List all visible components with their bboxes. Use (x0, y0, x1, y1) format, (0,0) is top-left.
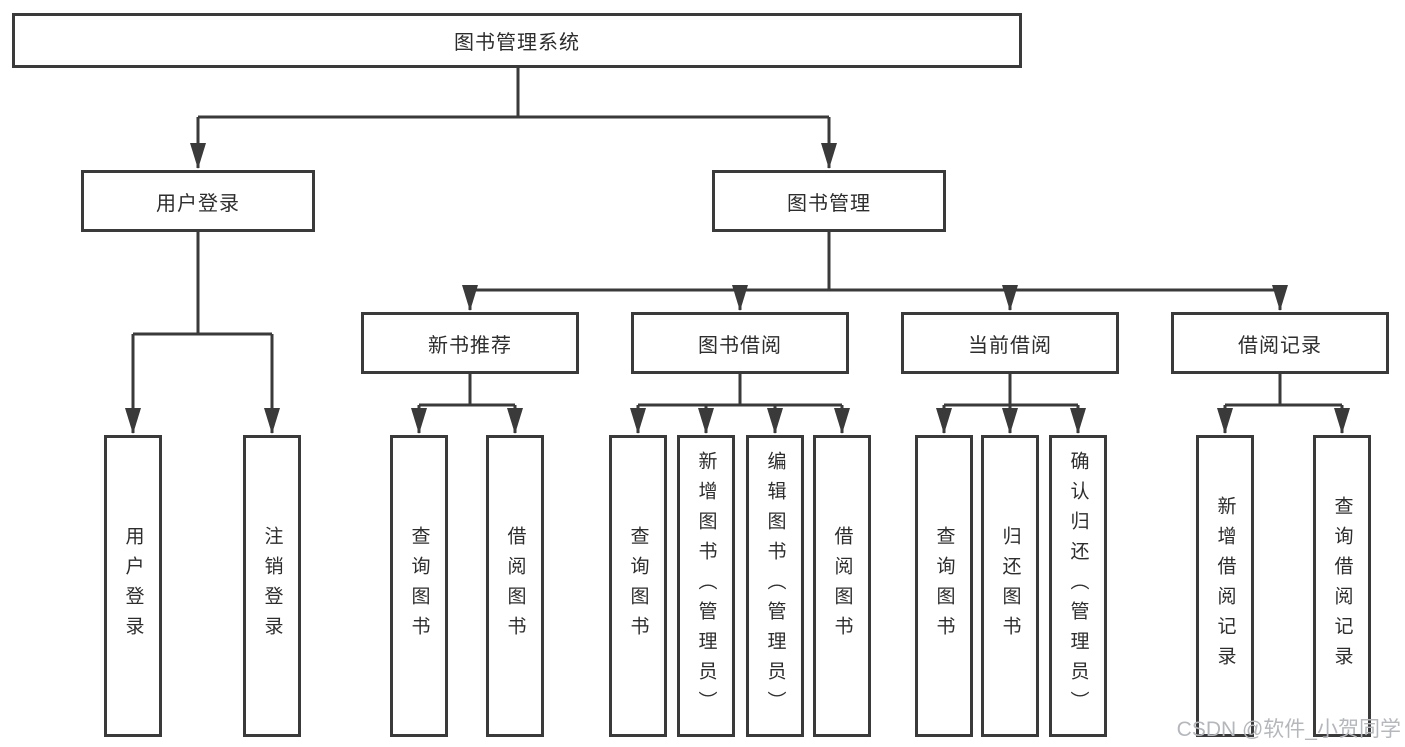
leaf-confirm-return-admin: 确认归还（管理员） (1049, 435, 1107, 737)
leaf-label: 查询借阅记录 (1331, 496, 1353, 676)
node-label: 用户登录 (156, 192, 240, 215)
leaf-query-books: 查询图书 (609, 435, 667, 737)
node-current-borrowing: 当前借阅 (901, 312, 1119, 374)
node-book-borrowing: 图书借阅 (631, 312, 849, 374)
leaf-add-borrow-record: 新增借阅记录 (1196, 435, 1254, 737)
leaf-user-login: 用户登录 (104, 435, 162, 737)
leaf-label: 借阅图书 (504, 526, 526, 646)
node-label: 借阅记录 (1238, 334, 1322, 357)
leaf-label: 确认归还（管理员） (1067, 451, 1089, 721)
node-user-login-branch: 用户登录 (81, 170, 315, 232)
leaf-label: 编辑图书（管理员） (764, 451, 786, 721)
leaf-label: 注销登录 (261, 526, 283, 646)
leaf-borrow-books: 借阅图书 (486, 435, 544, 737)
leaf-edit-book-admin: 编辑图书（管理员） (746, 435, 804, 737)
node-borrow-records: 借阅记录 (1171, 312, 1389, 374)
node-library-system: 图书管理系统 (12, 13, 1022, 68)
csdn-watermark: CSDN @软件_小贺同学 (1176, 718, 1401, 741)
node-label: 图书管理 (787, 192, 871, 215)
leaf-logout: 注销登录 (243, 435, 301, 737)
node-new-book-recommend: 新书推荐 (361, 312, 579, 374)
leaf-label: 新增图书（管理员） (695, 451, 717, 721)
leaf-label: 借阅图书 (831, 526, 853, 646)
node-label: 新书推荐 (428, 334, 512, 357)
leaf-query-borrow-record: 查询借阅记录 (1313, 435, 1371, 737)
leaf-label: 归还图书 (999, 526, 1021, 646)
leaf-label: 查询图书 (408, 526, 430, 646)
leaf-label: 查询图书 (933, 526, 955, 646)
node-book-management-branch: 图书管理 (712, 170, 946, 232)
leaf-borrow-books: 借阅图书 (813, 435, 871, 737)
leaf-label: 查询图书 (627, 526, 649, 646)
leaf-return-books: 归还图书 (981, 435, 1039, 737)
node-label: 当前借阅 (968, 334, 1052, 357)
node-label: 图书管理系统 (454, 32, 580, 54)
leaf-label: 用户登录 (122, 526, 144, 646)
leaf-query-books: 查询图书 (390, 435, 448, 737)
leaf-add-book-admin: 新增图书（管理员） (677, 435, 735, 737)
leaf-query-books: 查询图书 (915, 435, 973, 737)
leaf-label: 新增借阅记录 (1214, 496, 1236, 676)
node-label: 图书借阅 (698, 334, 782, 357)
